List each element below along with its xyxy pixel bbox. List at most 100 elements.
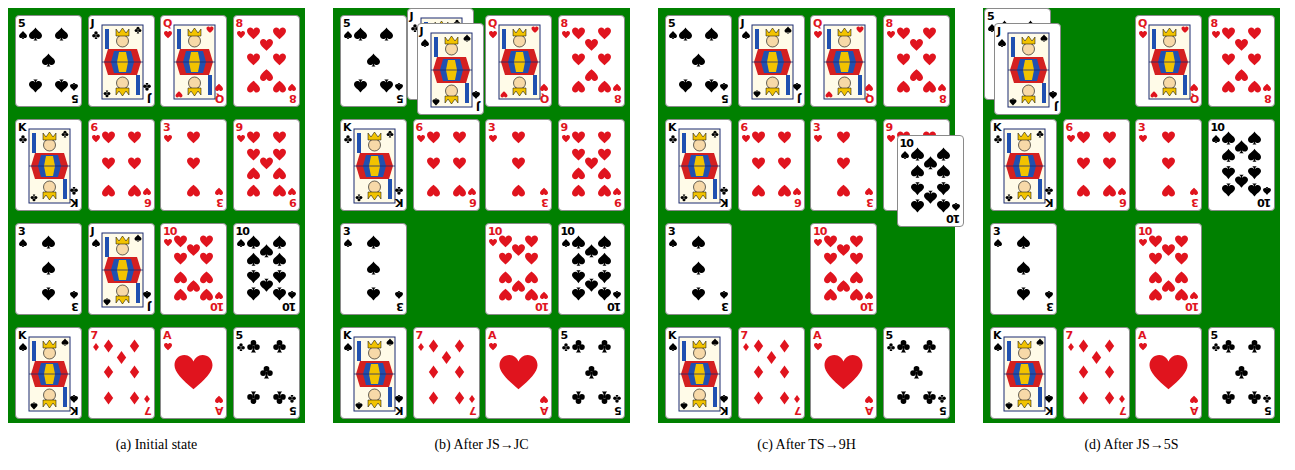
card-face (161, 328, 226, 418)
suit-pip (923, 340, 935, 352)
rank-index: 10 (561, 226, 574, 238)
suit-pip (923, 392, 935, 404)
suit-pip (19, 343, 27, 351)
suit-pip (247, 288, 260, 301)
suit-pip (176, 91, 183, 97)
suit-pip (952, 203, 960, 211)
playing-card: 55 (340, 15, 407, 107)
rank-index: 7 (795, 404, 802, 416)
suit-pip (681, 403, 688, 410)
suit-pip (865, 396, 873, 403)
suit-pip (681, 195, 688, 202)
suit-pip (1222, 166, 1235, 179)
rank-index: K (396, 196, 404, 208)
suit-pip (1162, 185, 1175, 197)
card-face (995, 24, 1060, 114)
suit-pip (499, 289, 512, 301)
suit-pip (501, 91, 508, 97)
rank-index: 5 (18, 18, 25, 30)
suit-pip (753, 392, 762, 405)
suit-pip (187, 132, 200, 144)
subfigure-caption: (b) After JS→JC (323, 436, 640, 454)
suit-pip (1041, 35, 1048, 42)
suit-pip (237, 135, 245, 142)
suit-pip (598, 392, 610, 404)
suit-pip (598, 288, 611, 301)
suit-pip (598, 81, 611, 93)
suit-pip (200, 271, 213, 283)
suit-pip (865, 84, 873, 91)
suit-pip (92, 31, 100, 39)
suit-pip (923, 81, 936, 93)
suit-pip (669, 343, 677, 351)
suit-pip (572, 253, 585, 266)
suit-pip (367, 288, 380, 301)
suit-pip (911, 200, 924, 213)
rank-index: 6 (470, 196, 477, 208)
suit-pip (887, 31, 895, 38)
playing-card: 33 (485, 119, 552, 211)
card-face (1209, 16, 1274, 106)
rank-index: 5 (1211, 330, 1218, 342)
card-face (16, 224, 81, 314)
suit-pip (143, 83, 151, 91)
rank-index: K (668, 122, 676, 134)
suit-pip (824, 289, 837, 301)
suit-pip (129, 392, 138, 405)
rank-index: A (541, 404, 549, 416)
suit-pip (1175, 271, 1188, 283)
suit-pip (910, 366, 922, 378)
suit-pip (910, 39, 923, 51)
suit-pip (1235, 140, 1248, 153)
suit-pip (1103, 132, 1116, 144)
suit-pip (367, 236, 380, 249)
rank-index: 5 (987, 11, 994, 23)
card-face (884, 16, 949, 106)
rank-index: 5 (668, 18, 675, 30)
suit-pip (62, 339, 69, 346)
card-face (991, 120, 1056, 210)
playing-card: QQ (160, 15, 227, 107)
rank-index: 6 (416, 122, 423, 134)
suit-pip (288, 395, 296, 403)
rank-index: K (1046, 196, 1054, 208)
suit-pip (200, 236, 213, 248)
playing-card: 55 (558, 327, 625, 419)
suit-pip (1263, 395, 1271, 403)
playing-card: JJ (88, 15, 155, 107)
rank-index: Q (1138, 18, 1146, 30)
rank-index: K (18, 122, 26, 134)
suit-pip (572, 54, 585, 66)
playing-card: AA (1135, 327, 1202, 419)
suit-pip (1248, 54, 1261, 66)
card-face (884, 328, 949, 418)
suit-pip (1103, 185, 1116, 197)
court-figure (679, 337, 720, 411)
playing-card: 1010 (1135, 223, 1202, 315)
suit-pip (924, 191, 937, 204)
rank-index: 10 (608, 300, 621, 312)
suit-pip (994, 343, 1002, 351)
suit-pip (793, 83, 801, 91)
court-figure (102, 233, 143, 307)
suit-pip (103, 392, 112, 405)
suit-pip (215, 84, 223, 91)
suit-pip (512, 244, 525, 256)
suit-pip (1077, 158, 1090, 170)
rank-index: 3 (397, 300, 404, 312)
suit-pip (1162, 158, 1175, 170)
playing-card: 33 (990, 223, 1057, 315)
rank-index: Q (813, 18, 821, 30)
suit-pip (489, 31, 497, 38)
rank-index: Q (163, 18, 171, 30)
rank-index: 3 (1047, 300, 1054, 312)
tableau-board: 55JJJQQ88KK6633993310101010KK77AA55 (333, 8, 630, 423)
playing-card: AA (485, 327, 552, 419)
suit-pip (1263, 84, 1271, 91)
suit-pip (31, 403, 38, 410)
suit-pip (92, 239, 100, 247)
suit-pip (273, 253, 286, 266)
suit-pip (525, 236, 538, 248)
suit-pip (1010, 99, 1017, 106)
rank-index: 3 (163, 122, 170, 134)
